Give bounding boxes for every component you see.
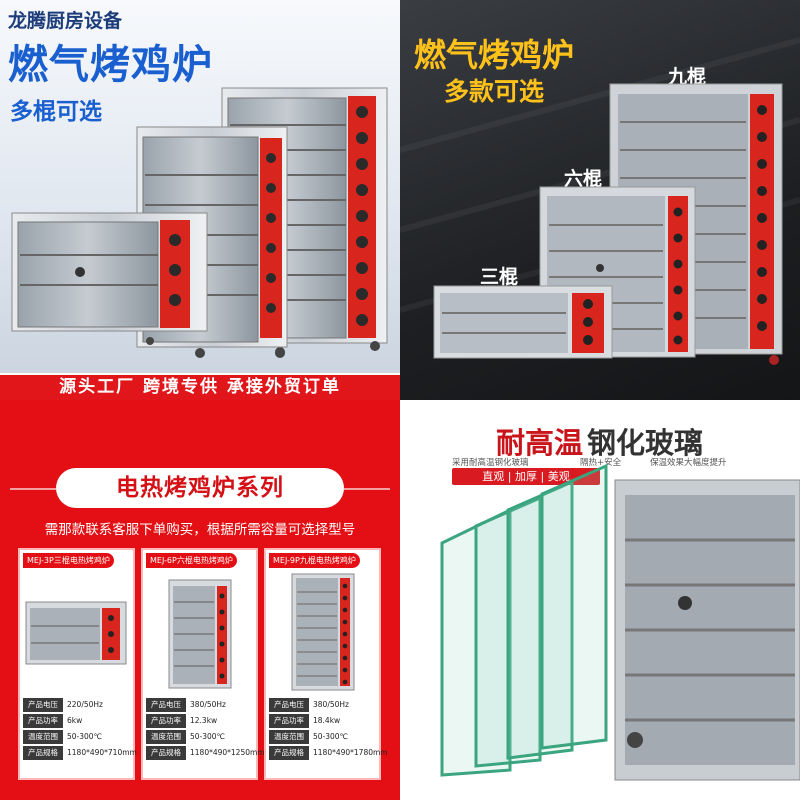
glass-title: 钢化玻璃 <box>587 426 704 460</box>
label-nine-rod: 九棍 <box>668 66 707 88</box>
brand-name: 龙腾厨房设备 <box>8 10 123 32</box>
promo-ribbon-text: 源头工厂 跨境专供 承接外贸订单 <box>59 377 341 397</box>
glass-caption-1: 采用耐高温钢化玻璃 <box>452 458 529 468</box>
glass-title-highlight: 耐高温 <box>496 426 584 460</box>
panel-subtitle: 多棍可选 <box>10 99 102 125</box>
oven-group-illustration <box>11 87 388 358</box>
divider-left <box>10 488 56 490</box>
panel-gas-oven-multi: 龙腾厨房设备 燃气烤鸡炉 多棍可选 <box>0 0 400 400</box>
product-image <box>168 579 232 689</box>
series-heading: 电热烤鸡炉系列 <box>56 468 344 508</box>
three-rod-oven <box>11 212 208 345</box>
promo-ribbon: 源头工厂 跨境专供 承接外贸订单 <box>0 373 400 400</box>
product-tag: MEJ-9P九棍电热烤鸡炉 <box>269 553 360 568</box>
product-tag: MEJ-3P三棍电热烤鸡炉 <box>23 553 114 568</box>
glass-panes <box>440 463 608 777</box>
three-rod-oven <box>433 285 613 359</box>
glass-panels-illustration <box>440 463 800 781</box>
panel-subtitle: 多款可选 <box>444 77 545 106</box>
oven-door-closeup <box>614 479 800 781</box>
product-image <box>25 601 127 665</box>
panel-title: 燃气烤鸡炉 <box>414 36 575 74</box>
panel-gas-oven-dark: 燃气烤鸡炉 多款可选 九棍 六棍 三棍 <box>400 0 800 400</box>
glass-caption-2: 隔热+安全 <box>580 458 622 468</box>
product-tag: MEJ-6P六棍电热烤鸡炉 <box>146 553 237 568</box>
panel-title: 燃气烤鸡炉 <box>8 42 213 88</box>
product-image <box>291 573 355 691</box>
panel-tempered-glass: 耐高温 钢化玻璃 采用耐高温钢化玻璃 隔热+安全 保温效果大幅度提升 直观 | … <box>400 400 800 800</box>
label-three-rod: 三棍 <box>480 266 519 288</box>
label-six-rod: 六棍 <box>564 168 603 190</box>
glass-caption-3: 保温效果大幅度提升 <box>650 458 727 468</box>
divider-right <box>344 488 390 490</box>
panel-electric-series: 电热烤鸡炉系列 需那款联系客服下单购买，根据所需容量可选择型号 MEJ-3P三棍… <box>0 400 400 800</box>
series-note: 需那款联系客服下单购买，根据所需容量可选择型号 <box>44 522 356 538</box>
glass-feature-pill: 直观 | 加厚 | 美观 <box>452 468 600 485</box>
oven-group-illustration <box>433 83 783 365</box>
